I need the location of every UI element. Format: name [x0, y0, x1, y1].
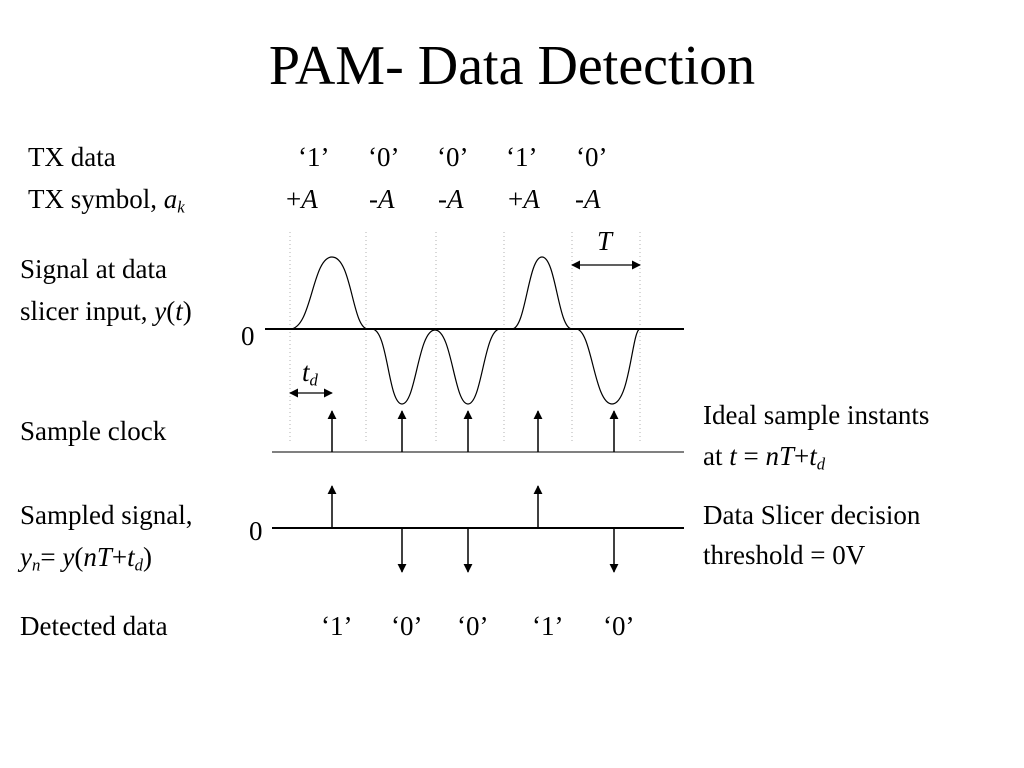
tx-data-bit: ‘0’: [368, 142, 400, 172]
ideal-sample-label-line2: at t = nT+td: [703, 441, 826, 474]
period-label: T: [597, 226, 613, 256]
detected-bit: ‘0’: [457, 611, 489, 641]
slicer-threshold-label-line1: Data Slicer decision: [703, 500, 921, 530]
sample-clock-label: Sample clock: [20, 416, 167, 446]
detected-bit: ‘0’: [391, 611, 423, 641]
tx-symbol: -A: [575, 184, 601, 214]
zero-label-signal: 0: [241, 321, 255, 351]
detected-bit: ‘0’: [603, 611, 635, 641]
page-title: PAM- Data Detection: [268, 35, 756, 97]
slicer-input-waveform: [289, 256, 641, 405]
detected-bit: ‘1’: [532, 611, 564, 641]
tx-symbol: +A: [286, 184, 318, 214]
detected-data-label: Detected data: [20, 611, 168, 641]
tx-symbol: -A: [438, 184, 464, 214]
symbol-boundary-lines: [289, 232, 641, 444]
tx-data-bit: ‘0’: [576, 142, 608, 172]
tx-data-bit: ‘1’: [298, 142, 330, 172]
tx-symbol-label: TX symbol, ak: [28, 184, 185, 217]
signal-label-line2: slicer input, y(t): [20, 296, 192, 326]
tx-symbol: +A: [508, 184, 540, 214]
signal-label-line1: Signal at data: [20, 254, 167, 284]
zero-label-sampled: 0: [249, 516, 263, 546]
sampled-signal-samples: [327, 485, 619, 573]
sampled-signal-label-line2: yn= y(nT+td): [20, 542, 152, 575]
tx-data-label: TX data: [28, 142, 116, 172]
sampled-signal-label-line1: Sampled signal,: [20, 500, 193, 530]
tx-data-bit: ‘1’: [506, 142, 538, 172]
tx-data-bit: ‘0’: [437, 142, 469, 172]
sample-clock-impulses: [327, 410, 619, 452]
delay-label: td: [302, 357, 318, 390]
slicer-threshold-label-line2: threshold = 0V: [703, 540, 866, 570]
ideal-sample-label-line1: Ideal sample instants: [703, 400, 930, 430]
tx-symbol: -A: [369, 184, 395, 214]
detected-bit: ‘1’: [321, 611, 353, 641]
